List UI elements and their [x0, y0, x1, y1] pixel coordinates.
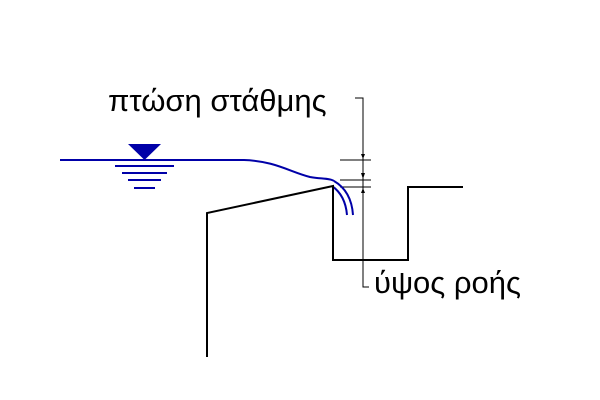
level-drop-label: πτώση στάθμης [108, 83, 327, 118]
arrowhead-icon [361, 154, 365, 159]
arrowhead-icon [361, 188, 365, 193]
arrowhead-icon [361, 173, 365, 179]
weir-structure [206, 184, 463, 357]
dimension-line [340, 97, 371, 288]
flow-height-label: ύψος ροής [374, 265, 521, 300]
water-surface [60, 159, 354, 216]
water-level-icon [115, 144, 174, 189]
